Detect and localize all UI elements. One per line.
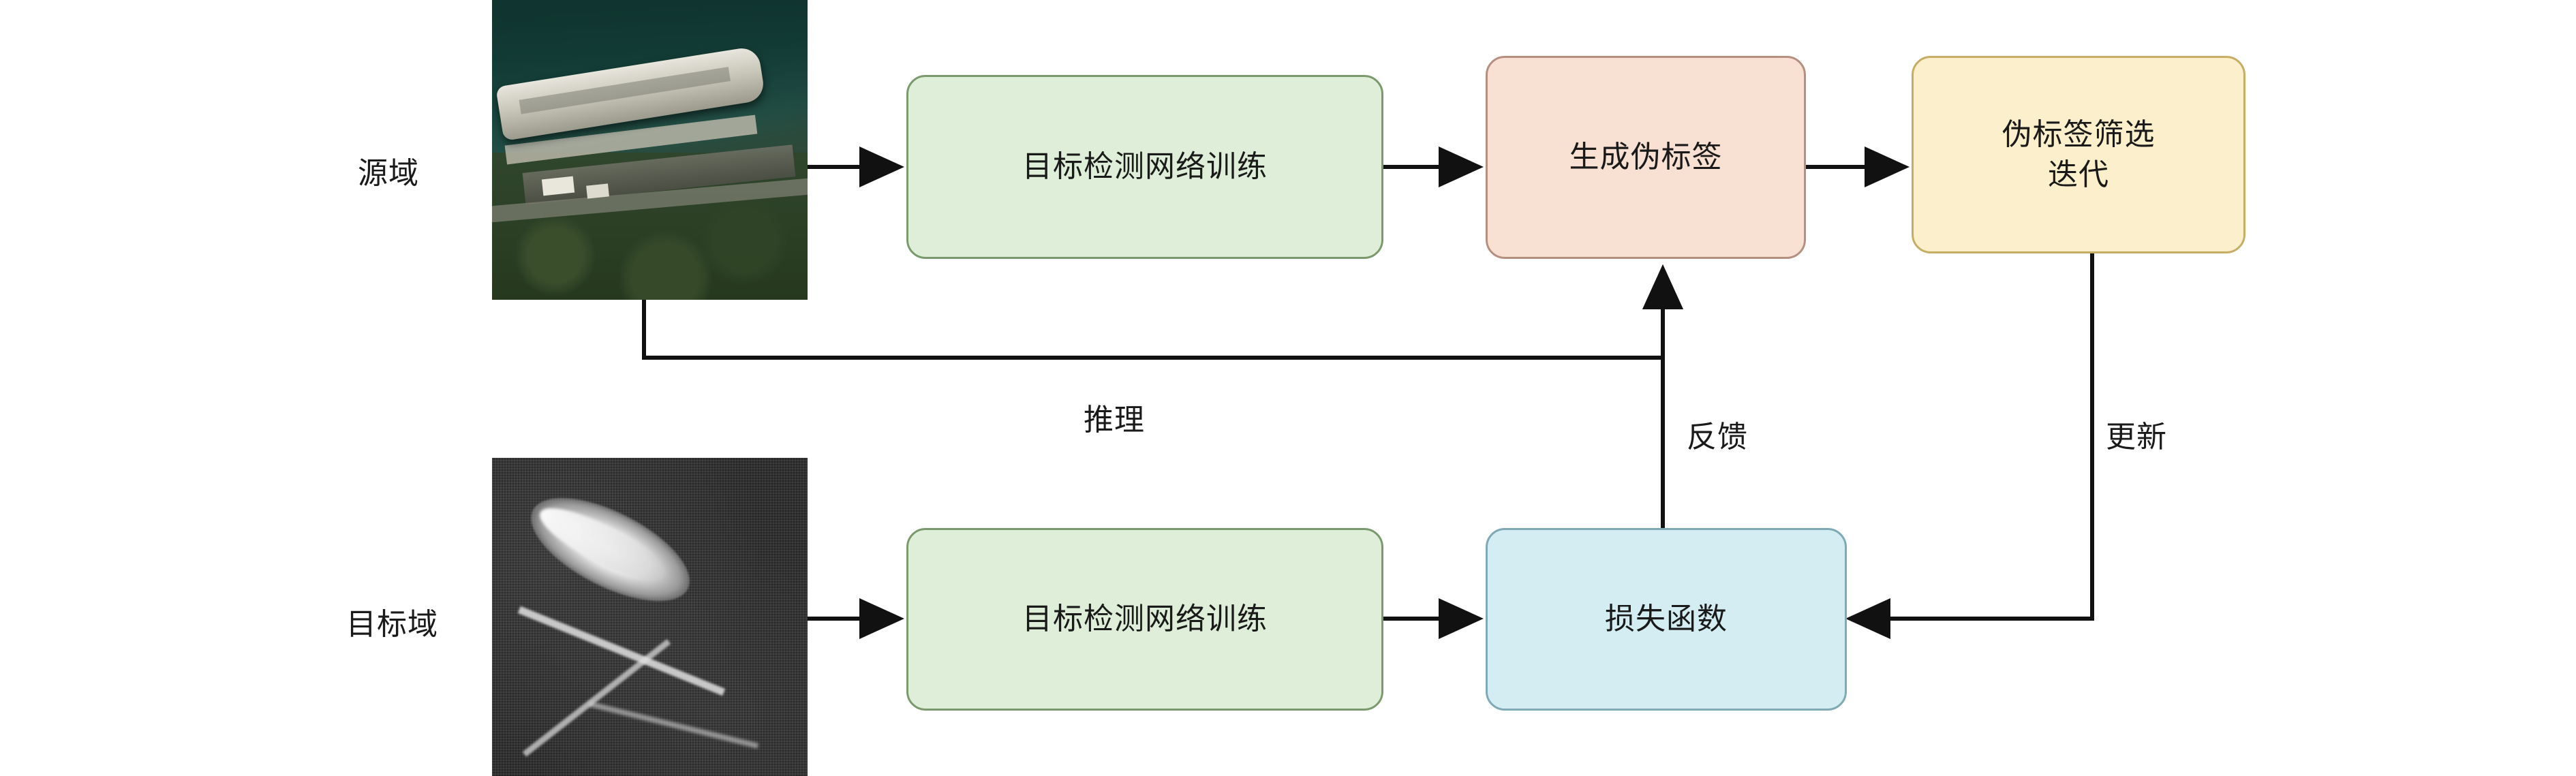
node-loss-function[interactable]: 损失函数 — [1486, 528, 1847, 711]
node-label: 损失函数 — [1605, 602, 1728, 636]
target-domain-label: 目标域 — [346, 608, 438, 641]
optical-source-image — [492, 0, 808, 300]
edge-label-inference: 推理 — [1084, 403, 1145, 437]
edge-label-feedback: 反馈 — [1687, 420, 1748, 454]
edge-label-update: 更新 — [2106, 420, 2167, 454]
node-detection-network-training-source[interactable]: 目标检测网络训练 — [906, 75, 1383, 259]
sar-target-image — [492, 458, 808, 776]
node-label-line-2: 迭代 — [2048, 158, 2109, 191]
node-label: 目标检测网络训练 — [1022, 150, 1268, 184]
node-detection-network-training-target[interactable]: 目标检测网络训练 — [906, 528, 1383, 711]
node-label-line-1: 伪标签筛选 — [2002, 117, 2156, 151]
node-generate-pseudo-label[interactable]: 生成伪标签 — [1486, 56, 1806, 259]
optical-building-2 — [585, 183, 610, 199]
node-label: 生成伪标签 — [1569, 140, 1723, 174]
source-domain-label: 源域 — [358, 157, 419, 190]
node-label: 目标检测网络训练 — [1022, 602, 1268, 636]
node-pseudo-label-filter-iterate[interactable]: 伪标签筛选 迭代 — [1912, 56, 2245, 253]
